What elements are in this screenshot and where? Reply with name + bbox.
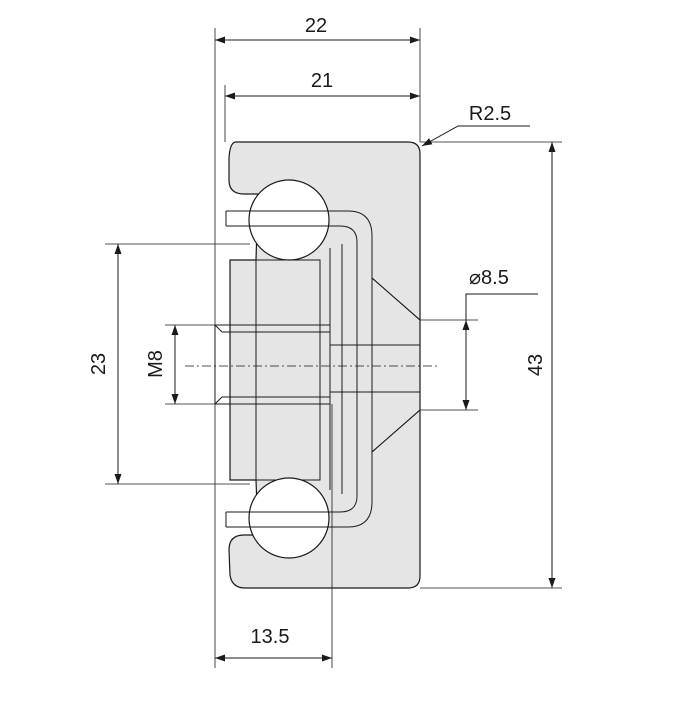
inner-cutout (255, 259, 321, 481)
dim-text-ball-spacing: 23 (88, 353, 110, 375)
dim-text-thread: M8 (145, 350, 167, 378)
dim-text-thread-depth: 13.5 (251, 626, 290, 648)
cage-strip-inner (226, 225, 358, 513)
counterbore-value: 8.5 (481, 267, 509, 289)
diameter-symbol: ⌀ (469, 267, 481, 289)
lower-ball (248, 477, 330, 559)
leader-85 (465, 293, 538, 320)
upper-ball (248, 179, 330, 261)
thread-chamfer-bottom (214, 396, 223, 405)
dim-text-inner-width: 21 (311, 70, 333, 92)
countersink-top-edge (371, 277, 421, 321)
thread-chamfer-top (214, 324, 223, 333)
dim-text-height: 43 (525, 354, 547, 376)
dim-text-radius: R2.5 (469, 103, 511, 125)
dim-text-counterbore: ⌀8.5 (469, 267, 509, 289)
countersink-bottom-edge (371, 409, 421, 453)
dim-text-overall-width: 22 (305, 15, 327, 37)
leader-r25 (421, 125, 530, 147)
